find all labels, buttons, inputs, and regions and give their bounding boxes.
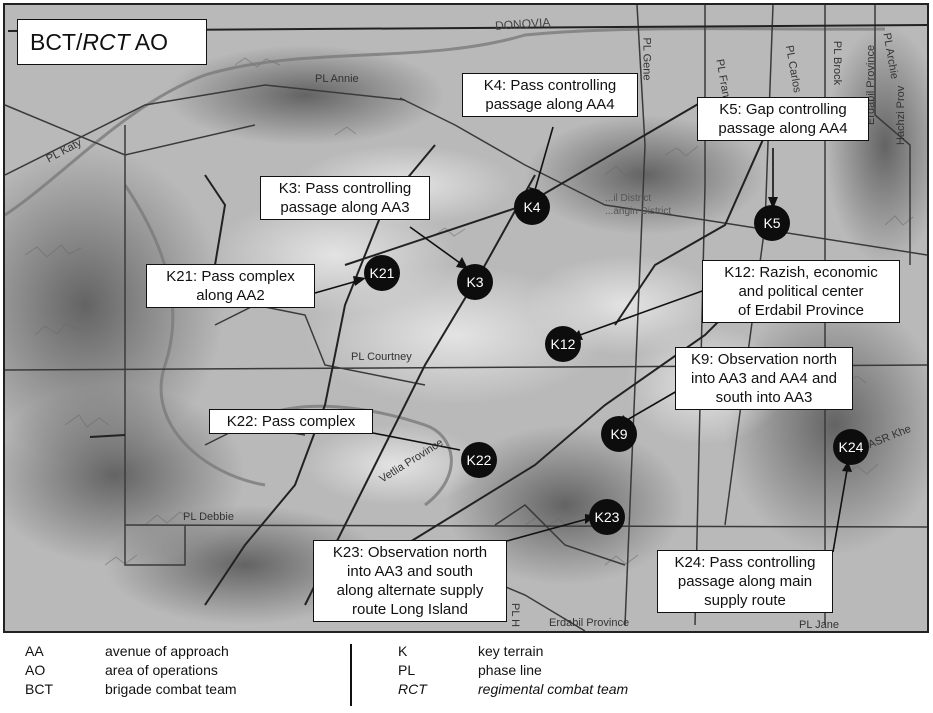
legend-abbr: RCT [398, 681, 427, 697]
map-label-pl-gene: PL Gene [640, 37, 653, 81]
terrain-map: DONOVIA PL Annie PL Katy PL Gene PL Fran… [3, 3, 929, 633]
node-k12: K12 [545, 326, 581, 362]
callout-k21: K21: Pass complex along AA2 [146, 264, 315, 308]
legend-row: AA avenue of approach [25, 642, 345, 660]
node-k23: K23 [589, 499, 625, 535]
legend-abbr: PL [398, 662, 416, 678]
callout-k22: K22: Pass complex [209, 409, 373, 434]
title-italic: RCT [82, 29, 130, 55]
phase-lines [5, 5, 927, 631]
callout-k5: K5: Gap controlling passage along AA4 [697, 97, 869, 141]
legend-divider [350, 644, 352, 706]
node-k22: K22 [461, 442, 497, 478]
node-k3: K3 [457, 264, 493, 300]
map-label-pl-h: PL H [509, 602, 522, 628]
callout-k3: K3: Pass controlling passage along AA3 [260, 176, 430, 220]
legend-definition: key terrain [478, 643, 544, 659]
node-k24: K24 [833, 429, 869, 465]
map-label-district-1: ...il District [605, 193, 652, 204]
legend-row: RCT regimental combat team [398, 680, 798, 698]
roads [5, 27, 886, 507]
title-prefix: BCT/ [30, 29, 83, 55]
callout-k24: K24: Pass controlling passage along main… [657, 550, 833, 613]
node-k4: K4 [514, 189, 550, 225]
node-k9: K9 [601, 416, 637, 452]
legend: AA avenue of approach AO area of operati… [3, 636, 929, 712]
map-label-pl-courtney: PL Courtney [351, 351, 412, 363]
map-label-pl-jane: PL Jane [799, 619, 839, 631]
map-label-pl-debbie: PL Debbie [183, 511, 234, 523]
legend-abbr: AO [25, 662, 46, 678]
callout-k9: K9: Observation north into AA3 and AA4 a… [675, 347, 853, 410]
node-k5: K5 [754, 205, 790, 241]
callout-k4: K4: Pass controlling passage along AA4 [462, 73, 638, 117]
legend-definition: brigade combat team [105, 681, 237, 697]
legend-abbr: K [398, 643, 408, 659]
node-k21: K21 [364, 255, 400, 291]
map-title: BCT/RCT AO [17, 19, 207, 65]
callout-k23: K23: Observation north into AA3 and sout… [313, 540, 507, 622]
map-label-pl-annie: PL Annie [315, 73, 359, 85]
map-label-erdabil-province: Erdabil Province [549, 617, 630, 629]
legend-row: PL phase line [398, 661, 798, 679]
legend-definition: phase line [478, 662, 542, 678]
map-label-pl-brock: PL Brock [831, 40, 844, 86]
legend-row: BCT brigade combat team [25, 680, 345, 698]
legend-row: AO area of operations [25, 661, 345, 679]
legend-row: K key terrain [398, 642, 798, 660]
title-suffix: AO [129, 29, 169, 55]
legend-definition: area of operations [105, 662, 218, 678]
callout-k12: K12: Razish, economic and political cent… [702, 260, 900, 323]
leader-lines [314, 126, 848, 553]
map-label-hachzi: Hachzi Prov [895, 85, 907, 145]
legend-definition: avenue of approach [105, 643, 229, 659]
legend-abbr: BCT [25, 681, 53, 697]
legend-abbr: AA [25, 643, 44, 659]
map-label-district-2: ...angin District [605, 206, 672, 217]
legend-definition: regimental combat team [478, 681, 629, 697]
